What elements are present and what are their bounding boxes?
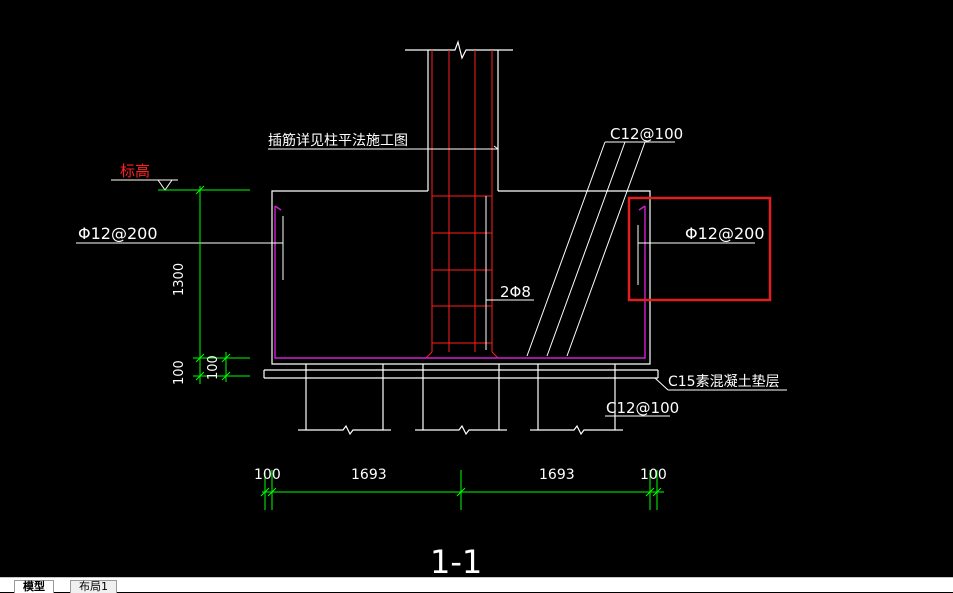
dim-text-bottom-3: 1693 — [539, 467, 575, 483]
label-callout-bottom: C12@100 — [606, 399, 679, 417]
dim-text-height-small2: 100 — [206, 355, 221, 380]
label-stirrup: 2Φ8 — [500, 283, 531, 301]
label-cushion: C15素混凝土垫层 — [668, 374, 780, 390]
highlight-box — [627, 196, 772, 302]
dimension-lines — [193, 185, 664, 510]
dim-text-bottom-2: 1693 — [351, 467, 387, 483]
label-rebar-left: Φ12@200 — [78, 224, 158, 243]
label-callout-top: C12@100 — [610, 125, 683, 143]
cap-rebar-magenta — [274, 205, 646, 359]
side-rebar-ends — [282, 196, 639, 350]
dim-text-bottom-1: 100 — [254, 467, 281, 483]
label-rebar-right: Φ12@200 — [685, 224, 765, 243]
label-dowel-note: 插筋详见柱平法施工图 — [268, 132, 408, 149]
piles — [298, 364, 623, 436]
tab-model[interactable]: 模型 — [14, 580, 54, 593]
layout-tab-bar: 模型 布局1 — [0, 577, 953, 593]
label-elevation: 标高 — [120, 162, 150, 180]
column-rebars — [424, 50, 500, 359]
pile-cap-outline — [263, 190, 659, 379]
column-outline — [405, 39, 513, 191]
dim-text-height-main: 1300 — [172, 263, 187, 296]
section-title: 1-1 — [430, 543, 482, 581]
dim-text-bottom-4: 100 — [640, 467, 667, 483]
dim-text-height-small: 100 — [172, 360, 187, 385]
tab-layout1[interactable]: 布局1 — [70, 580, 117, 593]
leader-lines — [76, 141, 787, 417]
elevation-marker — [111, 179, 250, 191]
